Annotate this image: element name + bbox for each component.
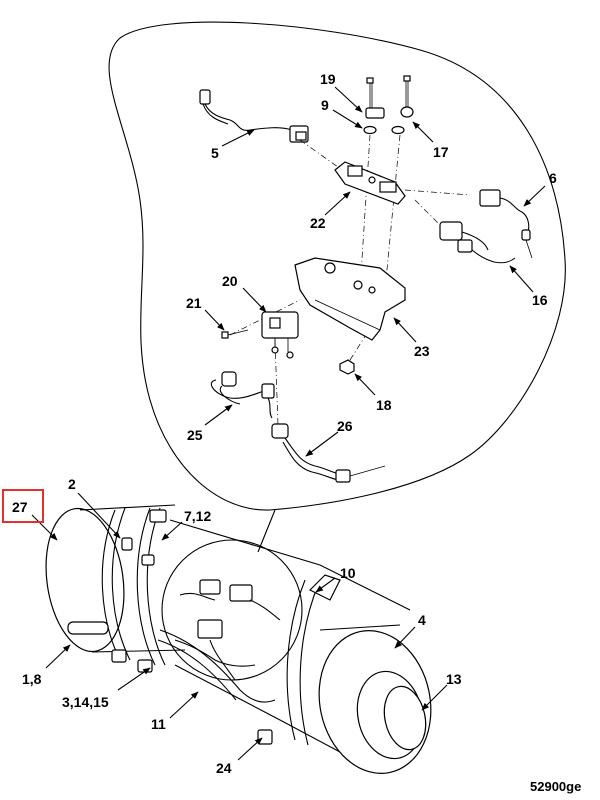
centerline-f — [274, 339, 279, 426]
callout-27: 27 — [12, 499, 28, 515]
leader-20 — [242, 287, 267, 313]
callout-10: 10 — [340, 565, 356, 581]
part-19-bolt — [365, 77, 385, 119]
detail-bubble-outline — [108, 21, 566, 511]
part-6-sensor — [479, 189, 533, 259]
callout-16: 16 — [532, 292, 548, 308]
aftertreatment-assembly — [45, 504, 432, 774]
leader-17 — [412, 121, 434, 143]
leader-24 — [237, 737, 263, 761]
callout-18: 18 — [376, 397, 392, 413]
callout-20: 20 — [222, 273, 238, 289]
leader-10 — [315, 577, 336, 593]
detail-circle-contents — [174, 579, 281, 681]
leader-11 — [169, 691, 199, 719]
leader-19 — [334, 86, 363, 113]
centerline-b — [384, 134, 401, 291]
callout-22: 22 — [310, 215, 326, 231]
callout-24: 24 — [216, 760, 232, 776]
part-22-bracket — [334, 161, 406, 205]
part-18-nut — [339, 359, 355, 375]
part-16-harness — [439, 221, 516, 264]
callout-6: 6 — [549, 170, 557, 186]
part-21-bolt — [221, 329, 249, 339]
leader-9 — [332, 109, 363, 129]
centerline-h — [404, 189, 471, 196]
highlight-box-27 — [2, 489, 44, 523]
callout-3-14-15: 3,14,15 — [62, 694, 109, 710]
leader-25 — [204, 404, 233, 426]
callout-1-8: 1,8 — [22, 671, 42, 687]
part-25-tube — [210, 371, 275, 419]
callout-4: 4 — [418, 612, 426, 628]
leader-6 — [523, 185, 546, 207]
leader-5 — [221, 129, 255, 147]
part-17-bolt — [400, 75, 414, 118]
part-26-tube — [271, 423, 386, 483]
leader-4 — [394, 626, 416, 649]
callout-13: 13 — [446, 671, 462, 687]
part-9b-washer — [391, 125, 405, 135]
callout-5: 5 — [211, 145, 219, 161]
leader-1-8 — [45, 644, 71, 669]
leader-18 — [354, 373, 376, 396]
callout-9: 9 — [321, 97, 329, 113]
part-9-washer — [363, 125, 377, 135]
callout-21: 21 — [186, 295, 202, 311]
reference-code: 52900ge — [530, 779, 581, 794]
centerline-g — [414, 199, 441, 226]
leader-16 — [509, 265, 534, 293]
part-20-sensor — [261, 311, 299, 359]
leader-21 — [204, 309, 225, 331]
leader-7-12 — [161, 521, 183, 541]
callout-25: 25 — [187, 427, 203, 443]
callout-7-12: 7,12 — [184, 508, 211, 524]
leader-3-14-15 — [117, 667, 151, 691]
part-23-bracket — [294, 257, 406, 341]
callout-11: 11 — [151, 716, 166, 732]
centerline-c — [299, 139, 346, 173]
callout-17: 17 — [433, 144, 449, 160]
bubble-leader — [257, 509, 276, 553]
leader-27 — [31, 514, 58, 541]
detail-circle — [161, 539, 303, 681]
callout-23: 23 — [414, 343, 430, 359]
callout-2: 2 — [68, 476, 76, 492]
callout-26: 26 — [337, 418, 353, 434]
callout-19: 19 — [320, 71, 336, 87]
leader-22 — [324, 191, 351, 216]
part-5-sensor — [199, 89, 309, 143]
leader-23 — [393, 317, 417, 343]
leader-2 — [77, 492, 121, 539]
leader-26 — [305, 431, 339, 457]
leader-13 — [421, 684, 448, 711]
